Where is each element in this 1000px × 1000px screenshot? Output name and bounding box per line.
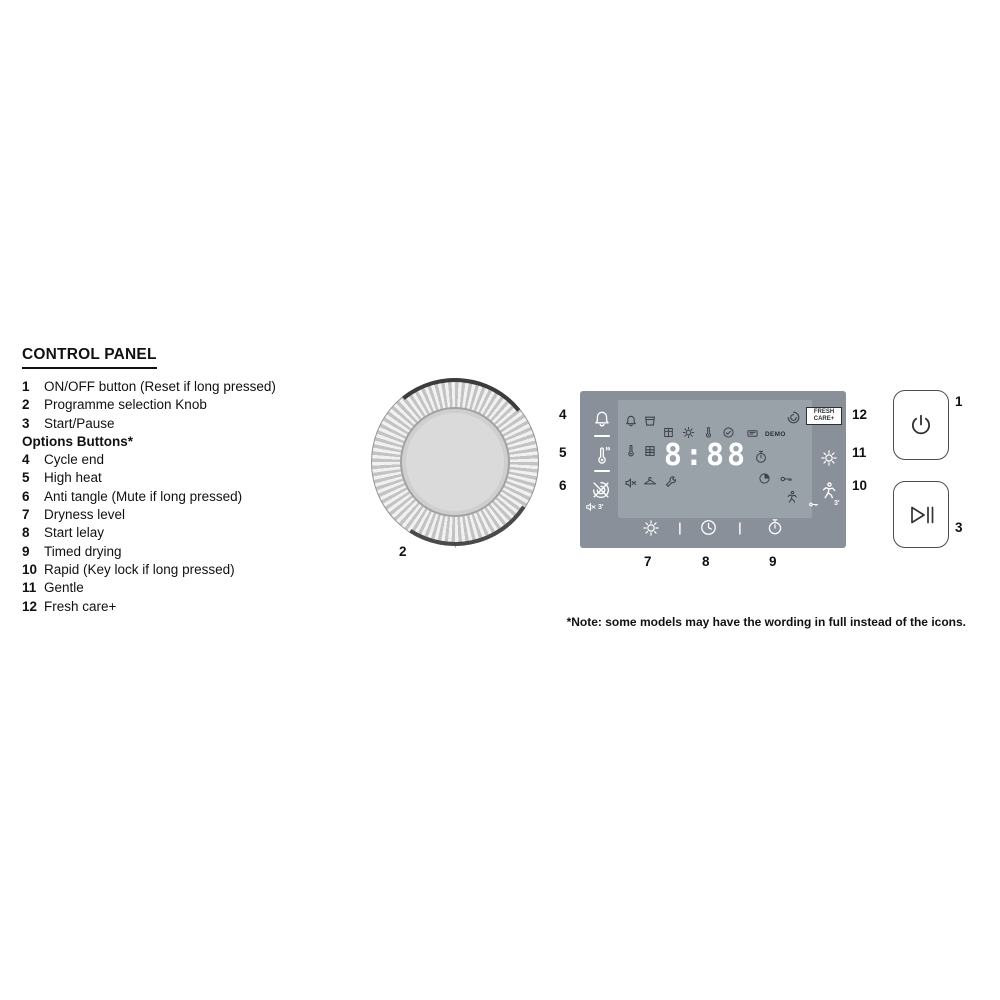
thermometer-icon[interactable] <box>592 446 612 466</box>
filter-icon <box>643 444 657 458</box>
power-button[interactable] <box>893 390 949 460</box>
callout-start-pause: 3 <box>955 520 963 535</box>
anti-tangle-minutes: 3' <box>598 504 604 511</box>
button-separator: | <box>738 520 742 535</box>
filter-icon <box>662 426 675 439</box>
callout-anti-tangle: 6 <box>559 478 567 493</box>
callout-fresh-care: 12 <box>852 407 868 422</box>
callout-on-off: 1 <box>955 394 963 409</box>
high-heat-button-mark[interactable] <box>594 470 610 472</box>
mute-icon <box>624 476 638 490</box>
callout-cycle-end: 4 <box>559 407 567 422</box>
water-tank-icon <box>643 414 657 428</box>
hanger-icon <box>643 476 657 490</box>
runner-icon[interactable] <box>818 481 837 500</box>
fresh-care-plus-badge[interactable]: FRESH CARE+ <box>806 407 842 425</box>
wrench-icon <box>664 476 678 490</box>
callout-high-heat: 5 <box>559 445 567 460</box>
key-icon <box>779 472 793 486</box>
control-panel: 3' <box>580 391 846 548</box>
rapid-minutes: 3' <box>834 500 840 507</box>
lcd-display: DEMO 8:88 <box>618 400 812 518</box>
mute-icon[interactable] <box>585 501 597 513</box>
callout-gentle: 11 <box>852 445 867 460</box>
bell-icon[interactable] <box>592 409 612 429</box>
anti-tangle-icon[interactable] <box>590 479 612 501</box>
callout-dryness-level: 7 <box>644 554 652 569</box>
key-icon <box>808 499 819 510</box>
timer-icon <box>754 450 768 464</box>
note-text: *Note: some models may have the wording … <box>566 615 966 629</box>
programme-knob-cap[interactable] <box>400 407 510 517</box>
runner-icon <box>784 490 798 504</box>
check-icon <box>722 426 735 439</box>
thermometer-icon <box>624 444 638 458</box>
cycle-end-button-mark[interactable] <box>594 435 610 437</box>
play-pause-icon <box>906 503 936 527</box>
thermometer-icon <box>702 426 715 439</box>
button-separator: | <box>678 520 682 535</box>
page-title: CONTROL PANEL <box>22 346 157 369</box>
clock-delay-icon[interactable] <box>699 518 718 537</box>
display-demo-icon <box>746 427 759 440</box>
callout-knob: 2 <box>399 544 407 559</box>
callout-timed-drying: 9 <box>769 554 777 569</box>
bell-icon <box>624 414 638 428</box>
callout-rapid: 10 <box>852 478 868 493</box>
fresh-care-icon <box>786 410 801 425</box>
sun-dryness-icon[interactable] <box>642 519 660 537</box>
start-pause-button[interactable] <box>893 481 949 548</box>
legend-section-header: Options Buttons* <box>22 433 133 449</box>
callout-start-delay: 8 <box>702 554 710 569</box>
sun-icon <box>682 426 695 439</box>
seven-segment-time: 8:88 <box>663 438 749 473</box>
timer-icon[interactable] <box>766 518 784 536</box>
demo-label: DEMO <box>765 431 786 438</box>
power-icon <box>908 412 934 438</box>
quarter-clock-icon <box>758 472 771 485</box>
sun-gentle-icon[interactable] <box>820 449 838 467</box>
